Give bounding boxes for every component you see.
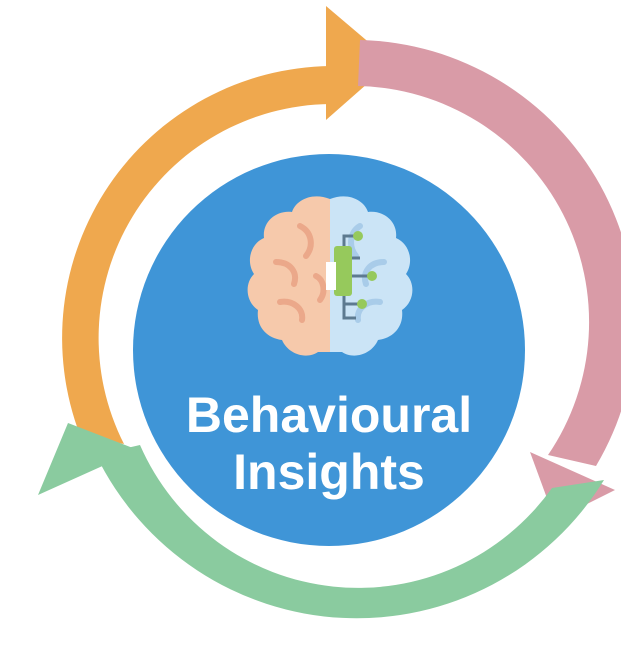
brain-circuit (326, 231, 377, 320)
brain-left-half (247, 196, 330, 356)
cycle-arrow-green-head (38, 423, 138, 495)
cycle-arrows (38, 6, 621, 619)
brain-circuit-icon (247, 196, 413, 356)
center-title-line2: Insights (233, 444, 425, 500)
cycle-arrow-pink-body (358, 40, 621, 466)
center-title-line1: Behavioural (186, 387, 472, 443)
cycle-arrow-green-body (96, 445, 604, 619)
cycle-arrow-orange-body (62, 66, 330, 444)
cycle-arrow-green (38, 423, 604, 619)
